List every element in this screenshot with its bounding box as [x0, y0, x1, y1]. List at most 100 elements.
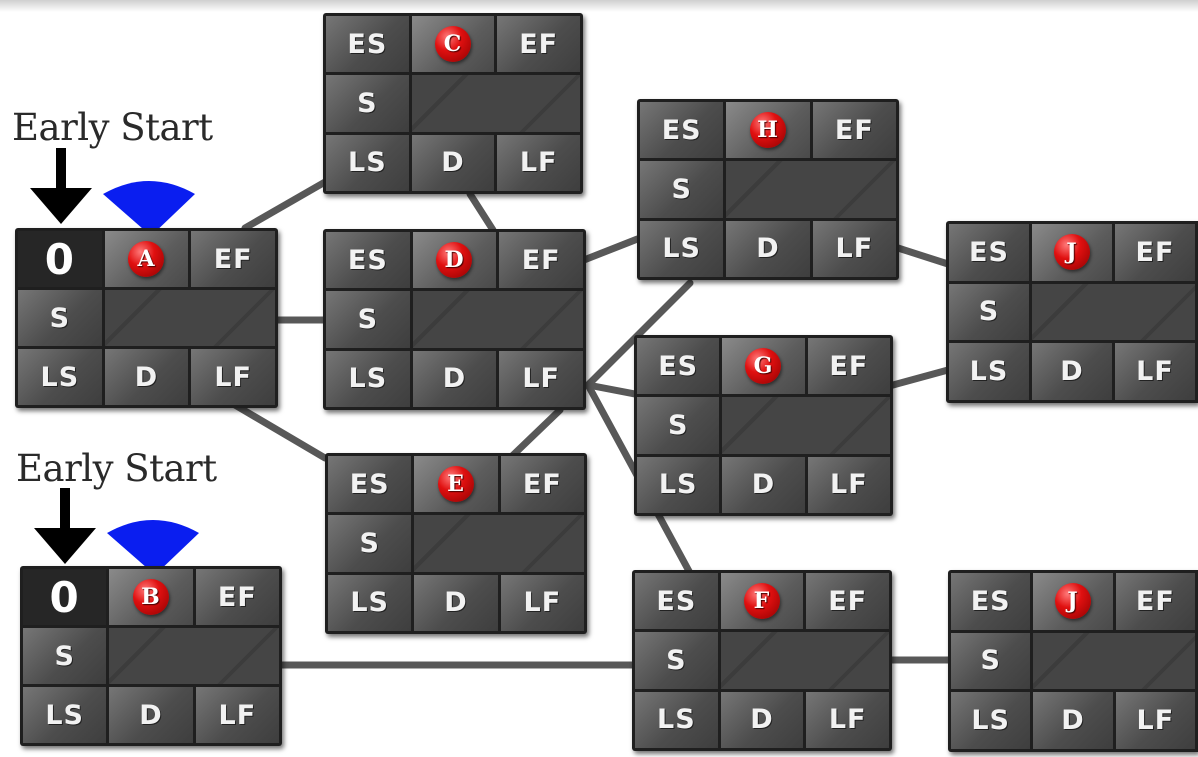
node-d-es: ES	[326, 232, 410, 289]
edge-a-c	[241, 178, 329, 232]
activity-ball-icon: F	[743, 583, 780, 620]
node-g-d: D	[722, 456, 805, 513]
edge-c-h	[466, 190, 497, 234]
activity-ball-icon: B	[132, 579, 169, 615]
node-j-upper-slack-area	[1032, 283, 1195, 341]
node-j-upper-activity: J	[1032, 224, 1112, 281]
node-j-lower-ef: EF	[1115, 573, 1195, 630]
node-f-s: S	[635, 632, 718, 689]
activity-ball-icon: J	[1054, 583, 1091, 620]
arrow-down-icon	[30, 148, 92, 224]
node-h-ls: LS	[640, 220, 724, 277]
node-e-ef: EF	[500, 456, 584, 513]
node-c-ls: LS	[326, 134, 409, 191]
node-d[interactable]: ES D EF S LS D LF	[323, 229, 586, 410]
node-f-ef: EF	[806, 573, 889, 630]
node-c-lf: LF	[497, 134, 580, 191]
node-a-s: S	[18, 290, 102, 346]
activity-ball-icon: E	[437, 466, 474, 503]
node-d-ls: LS	[326, 350, 410, 407]
node-c-slack-area	[411, 75, 580, 132]
node-j-lower-d: D	[1033, 692, 1113, 749]
arrow-down-icon	[34, 488, 96, 564]
node-j-upper-ls: LS	[949, 343, 1029, 400]
node-j-upper-d: D	[1032, 343, 1112, 400]
node-b-d: D	[109, 687, 193, 743]
node-d-lf: LF	[499, 350, 583, 407]
node-e[interactable]: ES E EF S LS D LF	[325, 453, 587, 634]
node-c-s: S	[326, 75, 409, 132]
node-a-d: D	[104, 349, 189, 405]
node-c[interactable]: ES C EF S LS D LF	[323, 13, 583, 194]
node-d-slack-area	[412, 291, 583, 348]
node-c-d: D	[411, 134, 495, 191]
node-g-slack-area	[722, 397, 890, 454]
node-h-lf: LF	[812, 220, 896, 277]
node-j-lower-s: S	[951, 632, 1031, 690]
node-b-ef: EF	[195, 569, 279, 625]
edge-e-d	[506, 406, 564, 462]
node-a-slack-area	[104, 290, 275, 346]
node-f-activity: F	[720, 573, 804, 630]
edge-h-j1	[894, 244, 952, 268]
node-j-upper-es: ES	[949, 224, 1029, 281]
blue-marker-icon	[103, 181, 195, 236]
node-j-lower-activity: J	[1033, 573, 1113, 630]
node-a-ef: EF	[191, 231, 275, 287]
activity-ball-icon: H	[749, 112, 786, 149]
node-b[interactable]: 0 B EF S LS D LF	[20, 566, 282, 746]
node-a-ls: LS	[18, 349, 102, 405]
edge-e-h	[584, 279, 694, 389]
node-j-upper-lf: LF	[1115, 343, 1195, 400]
node-e-d: D	[414, 574, 498, 631]
node-g[interactable]: ES G EF S LS D LF	[634, 335, 893, 516]
node-e-es: ES	[328, 456, 412, 513]
node-b-es: 0	[23, 569, 107, 625]
node-j-upper[interactable]: ES J EF S LS D LF	[946, 221, 1198, 403]
node-f-es: ES	[635, 573, 718, 630]
node-b-activity: B	[109, 569, 193, 625]
node-j-lower[interactable]: ES J EF S LS D LF	[948, 570, 1198, 752]
node-b-s: S	[23, 628, 107, 684]
node-a-lf: LF	[191, 349, 275, 405]
node-b-ls: LS	[23, 687, 107, 743]
edge-g-j1	[889, 366, 952, 389]
node-e-s: S	[328, 515, 412, 572]
activity-ball-icon: A	[128, 241, 165, 277]
node-c-es: ES	[326, 16, 409, 73]
blue-marker-icon	[107, 520, 199, 575]
node-g-es: ES	[637, 338, 720, 395]
node-b-slack-area	[109, 628, 279, 684]
node-h-slack-area	[726, 161, 896, 218]
node-f-d: D	[720, 691, 804, 748]
edge-d-g	[584, 381, 644, 399]
activity-ball-icon: G	[745, 348, 782, 385]
node-a[interactable]: 0 A EF S LS D LF	[15, 228, 278, 408]
node-h-ef: EF	[812, 102, 896, 159]
activity-ball-icon: D	[436, 242, 473, 279]
node-j-upper-s: S	[949, 283, 1029, 341]
top-shadow-bar	[0, 0, 1198, 12]
edge-a-e	[231, 401, 329, 462]
node-g-activity: G	[722, 338, 805, 395]
node-a-activity: A	[104, 231, 189, 287]
node-h-s: S	[640, 161, 724, 218]
node-j-lower-slack-area	[1033, 632, 1195, 690]
node-h-es: ES	[640, 102, 724, 159]
node-h[interactable]: ES H EF S LS D LF	[637, 99, 899, 280]
activity-ball-icon: J	[1054, 234, 1090, 271]
node-g-lf: LF	[807, 456, 890, 513]
node-d-ef: EF	[499, 232, 583, 289]
early-start-label-b: Early Start	[16, 447, 217, 490]
node-d-activity: D	[412, 232, 497, 289]
early-start-label-a: Early Start	[12, 106, 213, 149]
node-d-d: D	[412, 350, 497, 407]
node-f-lf: LF	[806, 691, 889, 748]
node-j-upper-ef: EF	[1115, 224, 1195, 281]
node-f[interactable]: ES F EF S LS D LF	[632, 570, 892, 751]
node-g-ef: EF	[807, 338, 890, 395]
edge-d-h	[580, 234, 644, 264]
node-j-lower-lf: LF	[1115, 692, 1195, 749]
node-e-ls: LS	[328, 574, 412, 631]
